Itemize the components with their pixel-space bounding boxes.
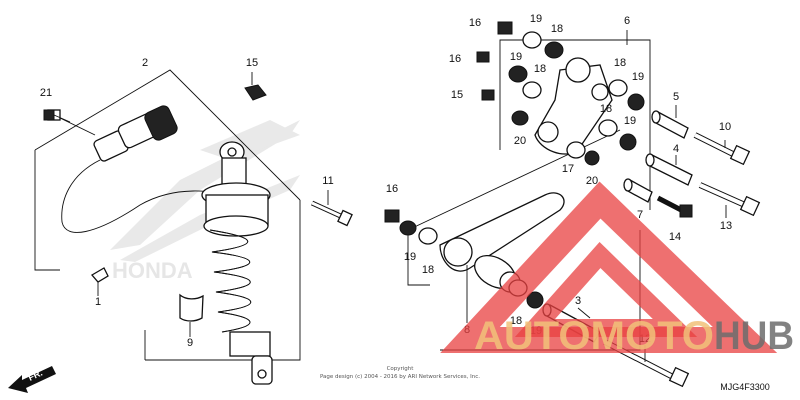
callout-19-c: 19 xyxy=(632,71,644,83)
callout-15-right: 15 xyxy=(451,89,463,101)
leader-lines xyxy=(97,30,727,362)
callout-18-c: 18 xyxy=(614,57,626,69)
watermark-part1: AUTOMOTO xyxy=(474,314,714,358)
shock-cover xyxy=(179,293,204,322)
watermark-part2: HUB xyxy=(714,314,794,358)
callout-5: 5 xyxy=(673,91,679,103)
callout-16-top: 16 xyxy=(469,17,481,29)
callout-19-d: 19 xyxy=(624,115,636,127)
callout-18-d: 18 xyxy=(600,103,612,115)
cap-15-left xyxy=(244,84,267,101)
bolt-21 xyxy=(43,109,71,123)
diagram-code: MJG4F3300 xyxy=(720,382,770,392)
callout-19-e: 19 xyxy=(404,251,416,263)
callout-19-a: 19 xyxy=(530,13,542,25)
copyright-line1: Copyright xyxy=(387,366,415,372)
callout-18-f: 18 xyxy=(510,315,522,327)
callout-14: 14 xyxy=(669,231,681,243)
callout-6: 6 xyxy=(624,15,630,27)
callout-18-b: 18 xyxy=(534,63,546,75)
automotohub-watermark-logo xyxy=(440,181,778,353)
callout-19-b: 19 xyxy=(510,51,522,63)
callout-10: 10 xyxy=(719,121,731,133)
callout-16-low: 16 xyxy=(386,183,398,195)
rear-shock-absorber xyxy=(201,141,273,385)
callout-17: 17 xyxy=(562,163,574,175)
callout-11: 11 xyxy=(322,175,333,187)
automotohub-watermark-text: AUTOMOTO HUB xyxy=(474,314,794,358)
callout-20-a: 20 xyxy=(514,135,526,147)
rocker-bearings xyxy=(476,21,645,166)
copyright-line2: Page design (c) 2004 - 2016 by ARI Netwo… xyxy=(320,374,480,380)
callout-18-a: 18 xyxy=(551,23,563,35)
callout-18-e: 18 xyxy=(422,264,434,276)
callout-9: 9 xyxy=(187,337,193,349)
callout-13: 13 xyxy=(720,220,732,232)
copyright-notice: Copyright Page design (c) 2004 - 2016 by… xyxy=(320,366,480,380)
collars xyxy=(623,110,693,203)
honda-logo-text: HONDA xyxy=(112,258,193,283)
hose-clip xyxy=(90,267,109,283)
callout-21: 21 xyxy=(40,87,52,99)
callout-16-mid: 16 xyxy=(449,53,461,65)
callout-20-b: 20 xyxy=(586,175,598,187)
callout-2: 2 xyxy=(142,57,148,69)
callout-15-left: 15 xyxy=(246,57,258,69)
callout-4: 4 xyxy=(673,143,679,155)
callout-1: 1 xyxy=(95,296,101,308)
front-direction-arrow: FR. xyxy=(8,366,56,393)
rocker-arm xyxy=(534,57,613,155)
callout-7: 7 xyxy=(637,209,643,221)
bolt-11 xyxy=(310,200,353,227)
callout-3: 3 xyxy=(575,295,581,307)
